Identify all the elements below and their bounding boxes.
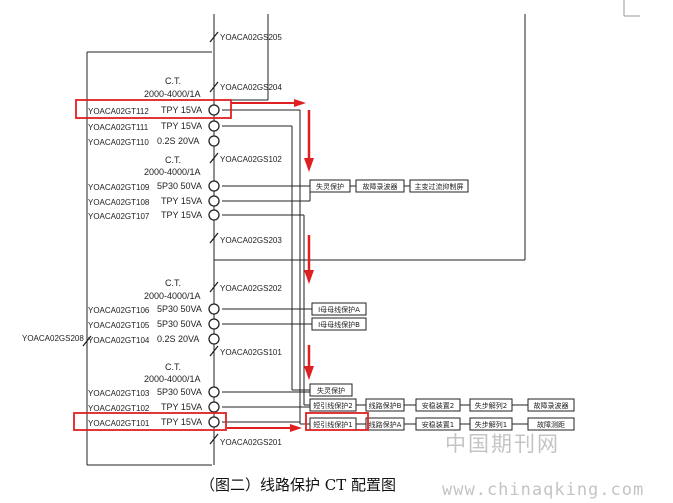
device-label: 失灵保护 bbox=[316, 182, 344, 191]
ct-spec: 5P30 50VA bbox=[157, 304, 202, 314]
switch-label: YOACA02GS205 bbox=[220, 33, 282, 42]
ct-group-1: C.T. 2000-4000/1A TPY 15VA TPY 15VA 0.2S… bbox=[88, 76, 202, 147]
device-label: 故障录波器 bbox=[363, 182, 398, 191]
wiring bbox=[86, 14, 528, 466]
device-label: I母母线保护B bbox=[318, 320, 360, 329]
device-label: 失灵保护 bbox=[317, 386, 345, 395]
ct-spec: 5P30 50VA bbox=[157, 387, 202, 397]
ct-core-tag: YOACA02GT109 bbox=[88, 183, 150, 192]
device-label: 安稳装置2 bbox=[422, 401, 454, 410]
device-boxes bbox=[309, 179, 575, 431]
figure-caption: （图二）线路保护 CT 配置图 bbox=[200, 476, 397, 494]
switch-label: YOACA02GS101 bbox=[220, 348, 282, 357]
ct-group-4: C.T. 2000-4000/1A 5P30 50VA TPY 15VA TPY… bbox=[88, 362, 202, 428]
ct-header: C.T. bbox=[165, 155, 181, 165]
ct-spec: TPY 15VA bbox=[161, 196, 202, 206]
ct-core-tag: YOACA02GT101 bbox=[88, 419, 150, 428]
device-label: 故障测距 bbox=[537, 420, 565, 429]
device-label: 失步解列2 bbox=[475, 401, 507, 410]
device-labels: 失灵保护 故障录波器 主变过流抑制屏 I母母线保护A I母母线保护B 失灵保护 … bbox=[313, 182, 568, 429]
ct-core-tag: YOACA02GT105 bbox=[88, 321, 150, 330]
switch-label: YOACA02GS102 bbox=[220, 155, 282, 164]
watermark-url: www.chinaqking.com bbox=[442, 480, 645, 500]
ct-header: C.T. bbox=[165, 76, 181, 86]
ct-spec: TPY 15VA bbox=[161, 402, 202, 412]
switch-labels: YOACA02GS205 YOACA02GS204 YOACA02GS102 Y… bbox=[22, 33, 282, 447]
switch-label: YOACA02GS201 bbox=[220, 438, 282, 447]
device-label: 线路保护A bbox=[369, 420, 402, 429]
ct-core-tag: YOACA02GT107 bbox=[88, 212, 150, 221]
ct-core-tag: YOACA02GT111 bbox=[88, 123, 149, 132]
switch-label: YOACA02GS203 bbox=[220, 236, 282, 245]
ct-core-circles bbox=[208, 104, 220, 428]
highlight-boxes bbox=[73, 99, 369, 431]
ct-spec: 5P30 50VA bbox=[157, 181, 202, 191]
highlight-arrows bbox=[227, 99, 314, 432]
ct-ratio: 2000-4000/1A bbox=[144, 167, 201, 177]
watermark-text: 中国期刊网 bbox=[445, 432, 560, 456]
ct-spec: 0.2S 20VA bbox=[157, 136, 199, 146]
switch-label: YOACA02GS202 bbox=[220, 284, 282, 293]
switch-label: YOACA02GS204 bbox=[220, 83, 282, 92]
device-label: 主变过流抑制屏 bbox=[415, 182, 464, 191]
ct-spec: 5P30 50VA bbox=[157, 319, 202, 329]
switch-symbols bbox=[82, 31, 219, 445]
device-label: 故障录波器 bbox=[534, 401, 569, 410]
ct-spec: TPY 15VA bbox=[161, 417, 202, 427]
ct-spec: TPY 15VA bbox=[161, 121, 202, 131]
ct-core-tag: YOACA02GT112 bbox=[88, 107, 149, 116]
ct-spec: TPY 15VA bbox=[161, 210, 202, 220]
ct-core-tag: YOACA02GT106 bbox=[88, 306, 150, 315]
device-label: 短引线保护2 bbox=[313, 401, 352, 410]
device-label: 短引线保护1 bbox=[313, 420, 352, 429]
ct-core-tag: YOACA02GT104 bbox=[88, 336, 150, 345]
ct-core-tag: YOACA02GT108 bbox=[88, 198, 150, 207]
page-corner-mark bbox=[623, 0, 640, 17]
device-label: 失步解列1 bbox=[475, 420, 507, 429]
ct-core-tag: YOACA02GT103 bbox=[88, 389, 150, 398]
ct-group-2: C.T. 2000-4000/1A 5P30 50VA TPY 15VA TPY… bbox=[88, 155, 202, 221]
ct-ratio: 2000-4000/1A bbox=[144, 291, 201, 301]
switch-label: YOACA02GS208 bbox=[22, 334, 84, 343]
ct-spec: 0.2S 20VA bbox=[157, 334, 199, 344]
ct-ratio: 2000-4000/1A bbox=[144, 89, 201, 99]
ct-header: C.T. bbox=[165, 362, 181, 372]
ct-spec: TPY 15VA bbox=[161, 105, 202, 115]
device-label: 线路保护B bbox=[369, 401, 402, 410]
device-label: I母母线保护A bbox=[318, 305, 360, 314]
ct-group-3: C.T. 2000-4000/1A 5P30 50VA 5P30 50VA 0.… bbox=[88, 278, 202, 345]
ct-header: C.T. bbox=[165, 278, 181, 288]
ct-core-tag: YOACA02GT110 bbox=[88, 138, 149, 147]
ct-ratio: 2000-4000/1A bbox=[144, 374, 201, 384]
ct-core-tag: YOACA02GT102 bbox=[88, 404, 150, 413]
device-label: 安稳装置1 bbox=[422, 420, 454, 429]
